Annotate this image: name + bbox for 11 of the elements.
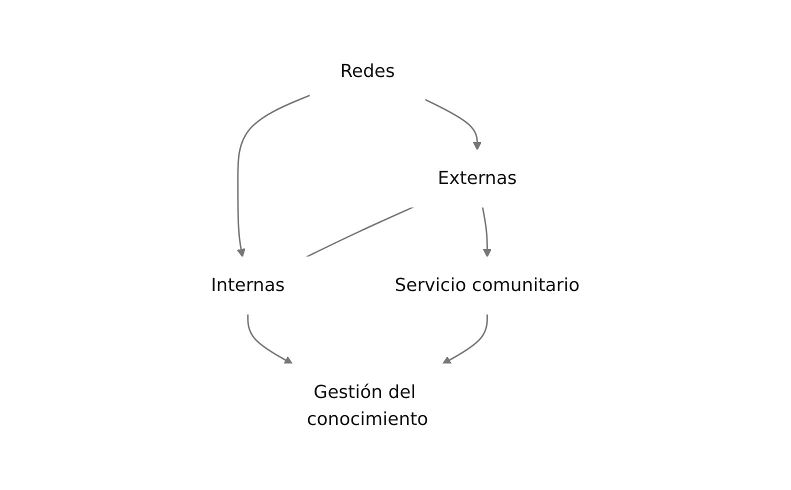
node-text: Externas <box>438 168 517 188</box>
node-text: Gestión del conocimiento <box>307 382 428 430</box>
arrow <box>424 98 482 150</box>
node-text: Servicio comunitario <box>394 274 580 296</box>
node-text: Internas <box>211 274 285 296</box>
arrow <box>247 314 294 364</box>
connector <box>306 206 414 258</box>
arrow <box>482 206 492 257</box>
arrow <box>442 314 488 364</box>
node-text: Redes <box>340 60 396 82</box>
arrow <box>236 94 311 257</box>
